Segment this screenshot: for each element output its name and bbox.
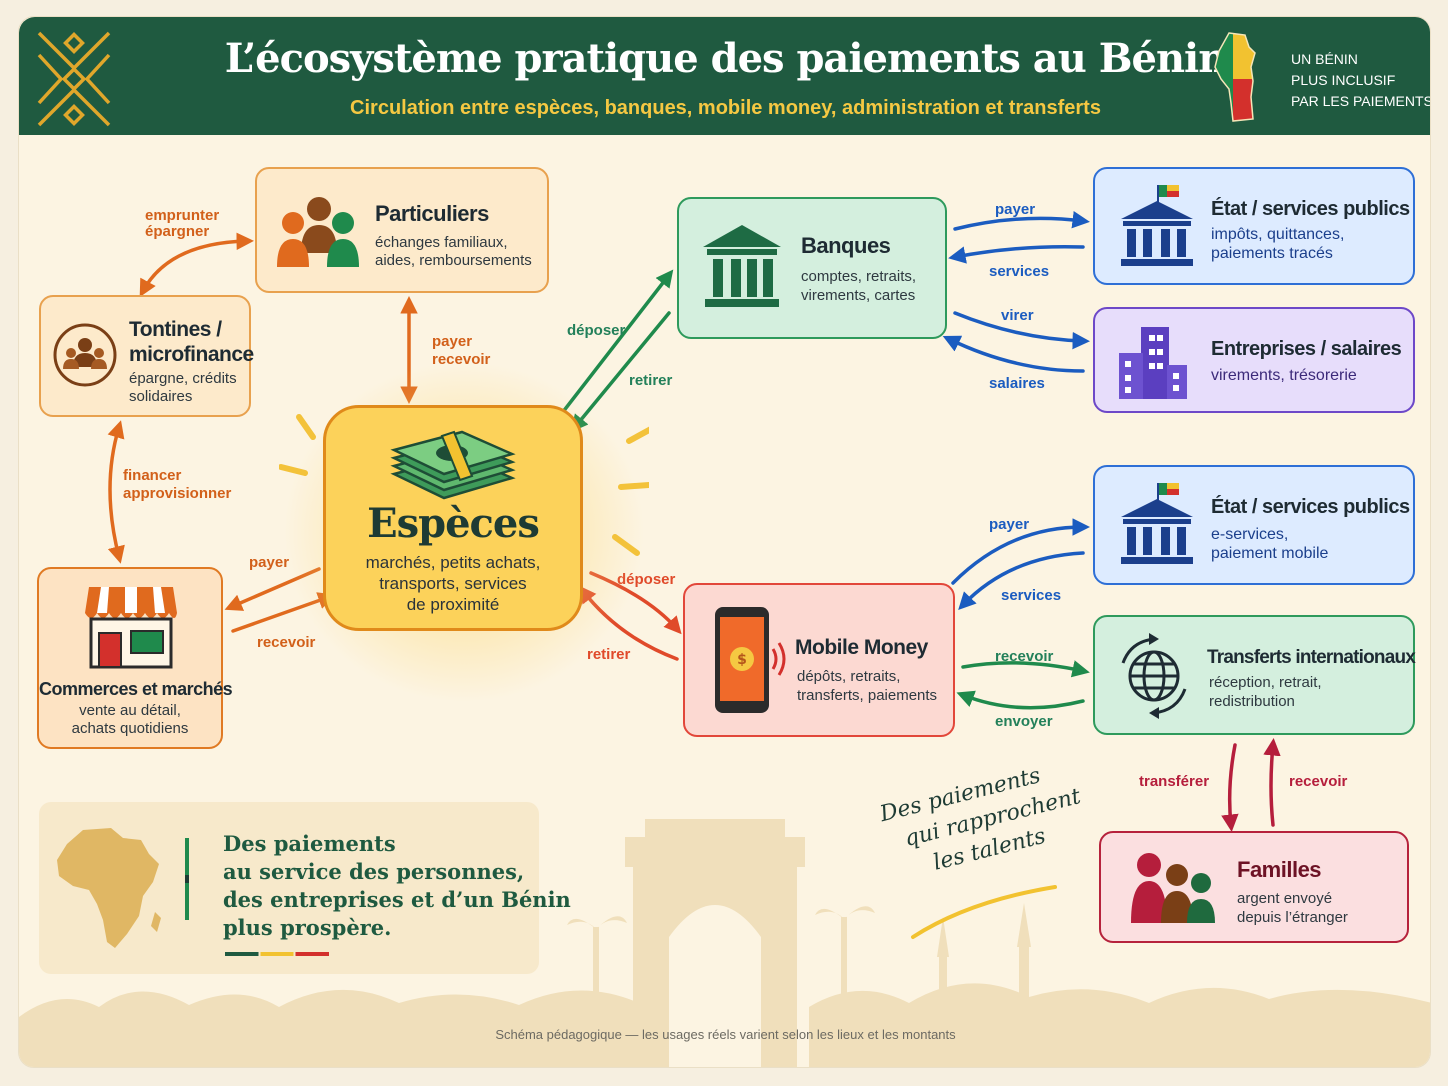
arrow-banques-especes — [570, 311, 671, 433]
label-commerces-payer: payer — [249, 554, 290, 571]
community-circle-icon — [53, 323, 117, 387]
cash-stack-icon — [390, 430, 516, 500]
banques-title: Banques — [801, 233, 891, 258]
node-banques: Banques comptes, retraits, virements, ca… — [677, 197, 947, 339]
particuliers-title: Particuliers — [375, 201, 489, 226]
label-mobile-services: services — [1001, 587, 1062, 604]
globe-transfer-icon — [1121, 633, 1187, 719]
label-mobile-payer: payer — [989, 516, 1030, 533]
familles-title: Familles — [1237, 857, 1322, 882]
label-commerces-recevoir: recevoir — [257, 634, 316, 651]
label-approvisionner: approvisionner — [123, 485, 232, 502]
node-mobile-money: $ Mobile Money dépôts, retraits, transfe… — [683, 583, 955, 737]
label-emprunter: emprunter — [145, 207, 220, 224]
tontines-title: Tontines / microfinance — [129, 318, 254, 366]
infographic-page: L’écosystème pratique des paiements au B… — [18, 16, 1431, 1068]
label-banque-services: services — [989, 263, 1050, 280]
people-group-icon — [277, 197, 359, 267]
flag-stripes — [225, 952, 329, 956]
arrow-familles-transferts — [1263, 738, 1281, 827]
pattern-logo-icon — [37, 31, 111, 127]
family-icon — [1131, 853, 1215, 923]
arrow-mobile-etat — [951, 518, 1090, 585]
africa-map-icon — [57, 828, 161, 948]
benin-flag-bar — [185, 838, 189, 920]
office-buildings-icon — [1119, 327, 1187, 399]
government-building-icon — [1121, 483, 1193, 564]
mission-text: Des paiements au service des personnes, … — [223, 831, 571, 940]
label-mobile-recevoir: recevoir — [995, 648, 1054, 665]
node-entreprises: Entreprises / salaires virements, trésor… — [1093, 307, 1415, 413]
arrow-especes-banques — [557, 269, 674, 419]
bank-building-icon — [703, 225, 781, 307]
node-tontines: Tontines / microfinance épargne, crédits… — [39, 295, 254, 417]
mission-box: Des paiements au service des personnes, … — [39, 802, 571, 974]
label-banque-salaires: salaires — [989, 375, 1045, 392]
arrow-etat-mobile — [958, 551, 1085, 611]
arrow-transferts-mobile — [961, 660, 1090, 678]
node-etat-2: État / services publics e-services, paie… — [1093, 465, 1415, 585]
transferts-title: Transferts internationaux — [1207, 647, 1416, 668]
shop-icon — [85, 587, 177, 669]
especes-title: Espèces — [367, 500, 540, 547]
label-transferer: transférer — [1139, 773, 1210, 790]
label-financer: financer — [123, 467, 182, 484]
label-banque-payer: payer — [995, 201, 1036, 218]
arrow-banques-entreprises — [953, 311, 1090, 350]
label-payer: payer — [432, 333, 473, 350]
arrow-mobile-transferts — [956, 690, 1085, 710]
government-building-icon — [1121, 185, 1193, 266]
especes-desc: marchés, petits achats, transports, serv… — [365, 553, 541, 614]
arrow-banques-etat — [953, 211, 1090, 231]
node-especes: Espèces marchés, petits achats, transpor… — [323, 405, 583, 631]
node-etat-1: État / services publics impôts, quittanc… — [1093, 167, 1415, 285]
mobile-money-title: Mobile Money — [795, 636, 928, 659]
svg-text:$: $ — [737, 652, 747, 668]
flow-arrows — [107, 211, 1281, 832]
header-tagline: UN BÉNIN PLUS INCLUSIF PAR LES PAIEMENTS — [1291, 51, 1431, 109]
etat-1-title: État / services publics — [1211, 198, 1410, 220]
footer-note: Schéma pédagogique — les usages réels va… — [495, 1027, 956, 1042]
arrow-tontines-commerces — [107, 420, 125, 564]
page-subtitle: Circulation entre espèces, banques, mobi… — [350, 97, 1101, 119]
label-retirer-mobile: retirer — [587, 646, 631, 663]
page-title: L’écosystème pratique des paiements au B… — [224, 35, 1228, 82]
entreprises-title: Entreprises / salaires — [1211, 338, 1402, 360]
benin-map-icon — [1214, 32, 1256, 122]
slogan-underline — [911, 885, 1057, 939]
commerces-title: Commerces et marchés — [39, 679, 233, 699]
arrow-tontines-particuliers — [139, 232, 254, 298]
arrow-entreprises-banques — [942, 335, 1085, 373]
node-familles: Familles argent envoyé depuis l’étranger — [1099, 831, 1409, 943]
arrow-transferts-familles — [1221, 743, 1239, 832]
skyline-decoration — [19, 819, 1430, 1067]
label-retirer-banque: retirer — [629, 372, 673, 389]
mobile-phone-icon: $ — [715, 607, 786, 713]
label-banque-virer: virer — [1001, 307, 1034, 324]
label-familles-recevoir: recevoir — [1289, 773, 1348, 790]
label-deposer-banque: déposer — [567, 322, 626, 339]
etat-2-title: État / services publics — [1211, 496, 1410, 518]
header-banner: L’écosystème pratique des paiements au B… — [19, 17, 1431, 135]
node-transferts: Transferts internationaux réception, ret… — [1093, 615, 1416, 735]
arrow-etat-banques — [948, 244, 1085, 264]
node-commerces: Commerces et marchés vente au détail, ac… — [37, 567, 233, 749]
label-mobile-envoyer: envoyer — [995, 713, 1053, 730]
node-particuliers: Particuliers échanges familiaux, aides, … — [255, 167, 549, 293]
label-epargner: épargner — [145, 223, 210, 240]
